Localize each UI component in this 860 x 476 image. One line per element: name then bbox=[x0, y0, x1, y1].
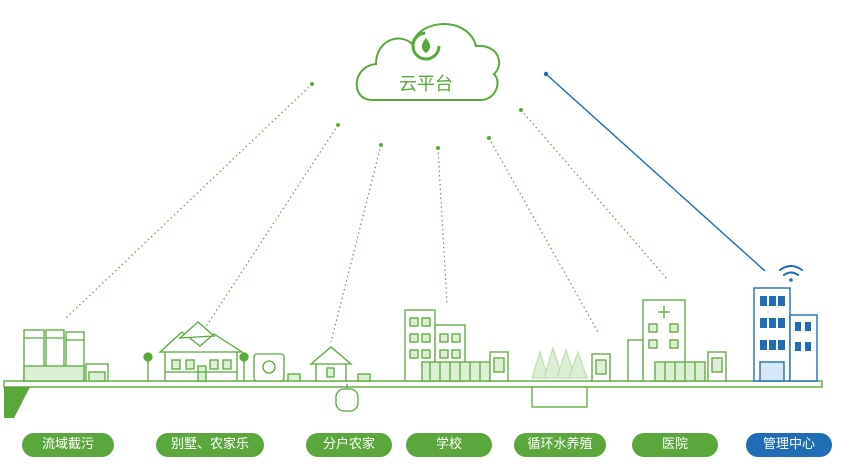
link-villa bbox=[204, 124, 339, 329]
label-household: 分户农家 bbox=[306, 433, 392, 457]
label-sewage: 流域截污 bbox=[22, 433, 114, 457]
cloud-label: 云平台 bbox=[399, 74, 453, 95]
wifi-icon bbox=[779, 265, 803, 282]
link-household bbox=[330, 144, 382, 343]
school-building bbox=[404, 309, 509, 382]
label-school: 学校 bbox=[406, 433, 492, 457]
aquaculture-facility bbox=[531, 345, 611, 408]
connection-lines bbox=[65, 71, 766, 343]
link-endpoints bbox=[310, 82, 523, 150]
link-endpoint-management bbox=[543, 71, 549, 77]
sewage-tanks-building bbox=[23, 329, 109, 382]
household-building bbox=[309, 346, 371, 412]
cloud-platform: 云平台 bbox=[355, 23, 501, 101]
cloud-logo-icon bbox=[411, 31, 441, 61]
link-aquaculture bbox=[488, 137, 599, 333]
ground bbox=[3, 380, 823, 418]
link-hospital bbox=[520, 109, 669, 281]
hospital-building bbox=[627, 299, 727, 382]
link-management bbox=[545, 73, 766, 272]
label-aquaculture: 循环水养殖 bbox=[514, 433, 606, 457]
cloud-outline bbox=[355, 23, 501, 101]
label-hospital: 医院 bbox=[632, 433, 718, 457]
link-school bbox=[437, 147, 448, 304]
link-sewage bbox=[65, 83, 313, 319]
management-center-building bbox=[753, 287, 818, 382]
villa-building bbox=[143, 321, 301, 382]
label-management: 管理中心 bbox=[746, 433, 832, 457]
label-villa: 别墅、农家乐 bbox=[156, 433, 264, 457]
